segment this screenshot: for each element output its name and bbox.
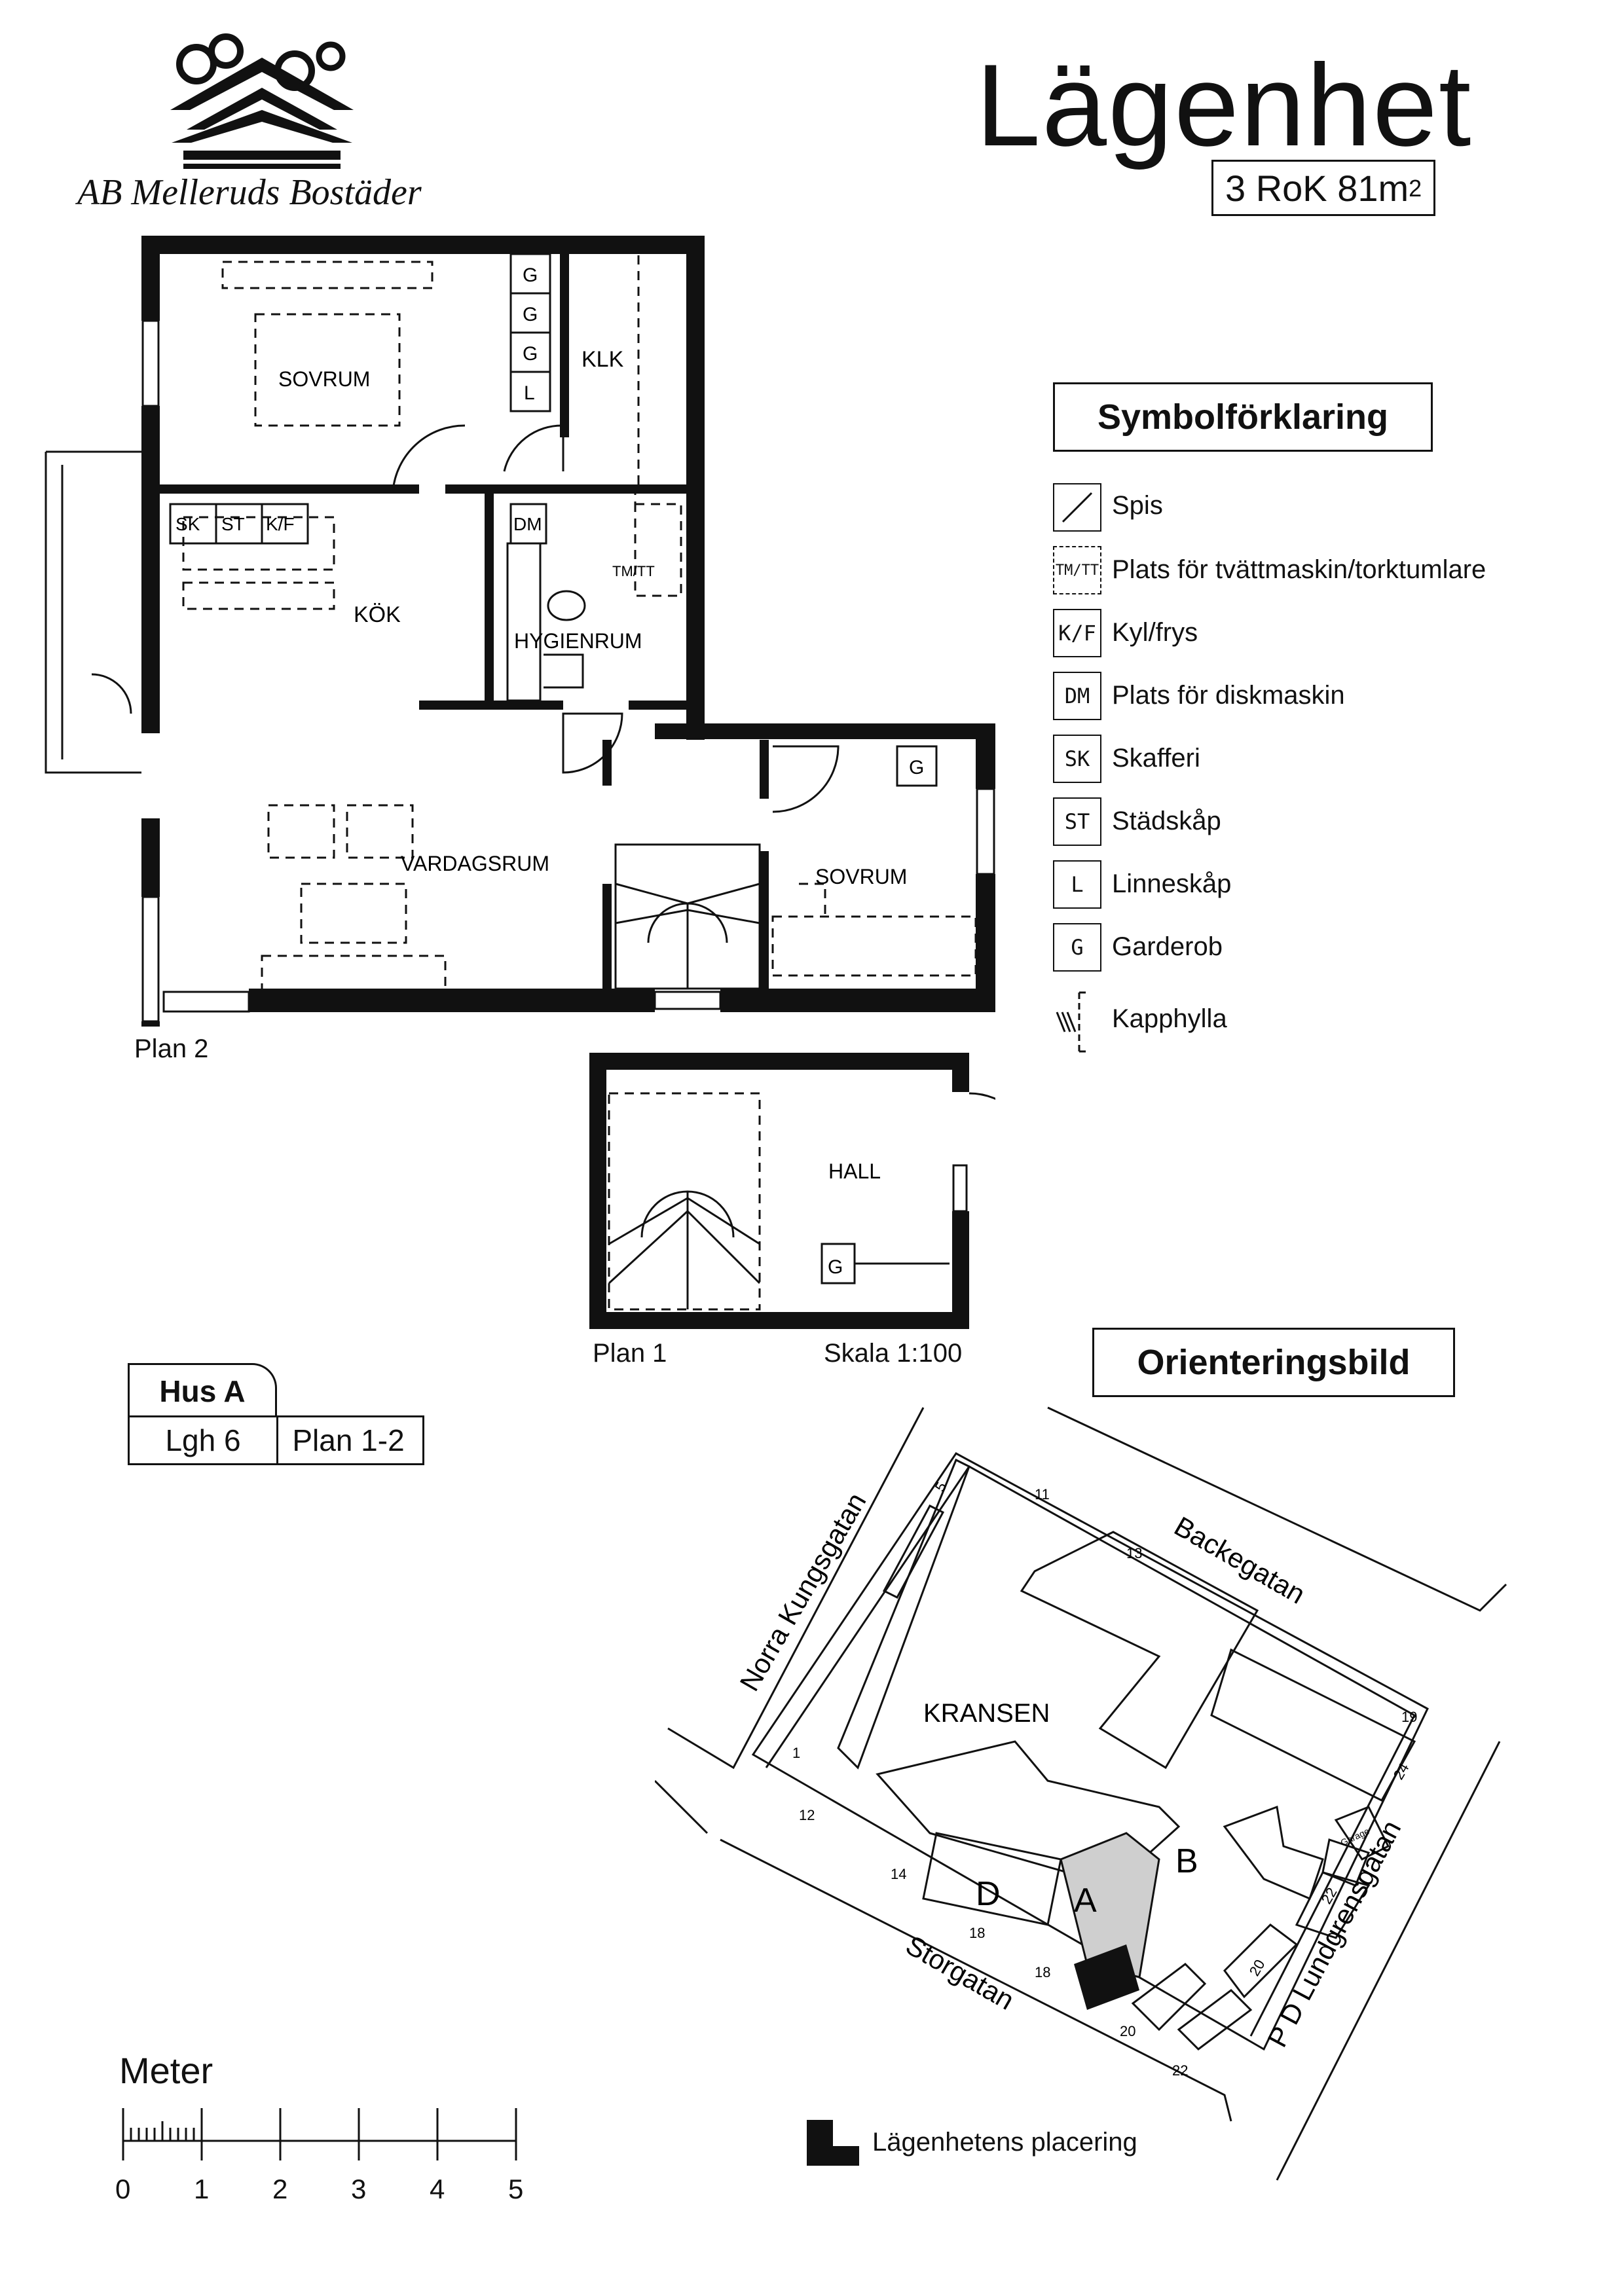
house-number: 22 [1172,2062,1188,2079]
legend-item-label: Linneskåp [1112,869,1232,898]
orientation-title: Orienteringsbild [1092,1328,1455,1397]
legend-item-label: Kapphylla [1112,1004,1227,1033]
storage-g-1: G [523,264,538,286]
building-label-d: D [976,1875,1001,1913]
house-number: 19 [1401,1709,1417,1725]
box-icon: ST [1053,797,1101,846]
plan-1-label: Plan 1 [593,1339,667,1368]
building-label-a: A [1074,1882,1097,1920]
company-logo [170,33,354,169]
storage-dm: DM [513,514,542,534]
room-label-hall: HALL [828,1159,881,1183]
house-number: 20 [1120,2023,1135,2039]
street-backegatan: Backegatan [1170,1510,1311,1610]
legend-item-label: Spis [1112,491,1163,520]
house-number: 11 [1035,1486,1050,1503]
scale-tick-label: 2 [272,2174,288,2204]
box-icon: DM [1053,672,1101,720]
block-name-kransen: KRANSEN [923,1699,1050,1728]
house-number: 18 [969,1925,985,1941]
box-icon: L [1053,860,1101,909]
hus-plan: Plan 1-2 [274,1415,424,1465]
apartment-placement-icon [807,2120,859,2166]
coat-rack-icon [1053,986,1099,1058]
company-name: AB Melleruds Bostäder [77,172,422,213]
scale-tick-label: 1 [194,2174,210,2204]
house-number: 12 [799,1807,815,1823]
building-label-b: B [1175,1842,1198,1880]
apartment-size-badge: 3 RoK 81m2 [1211,160,1436,216]
apartment-size-unit-sup: 2 [1409,175,1422,202]
storage-g-2: G [523,304,538,325]
legend-item-label: Kyl/frys [1112,618,1198,647]
scale-tick-label: 3 [351,2174,367,2204]
house-number: 13 [1126,1545,1142,1561]
scale-label: Skala 1:100 [824,1339,963,1368]
hus-lgh: Lgh 6 [128,1415,278,1465]
apartment-placement-label: Lägenhetens placering [872,2128,1137,2157]
scale-tick-label: 4 [430,2174,445,2204]
room-label-sovrum-small: SOVRUM [815,865,907,888]
box-icon: K/F [1053,609,1101,657]
storage-st: ST [221,514,245,534]
orientation-map: Norra Kungsgatan Backegatan Storgatan P … [655,1406,1507,2181]
room-label-sovrum-large: SOVRUM [278,367,370,391]
room-label-klk: KLK [581,347,624,372]
street-storgatan: Storgatan [901,1929,1020,2016]
box-icon: G [1053,923,1101,972]
box-icon: SK [1053,735,1101,783]
page-title: Lägenhet [976,40,1473,170]
floor-plan-2: SOVRUM KLK KÖK HYGIENRUM VARDAGSRUM SOVR… [45,236,995,1027]
hus-title: Hus A [128,1363,277,1417]
scale-tick-label: 5 [508,2174,524,2204]
scale-bar-title: Meter [119,2050,213,2091]
plan1-storage-g: G [828,1256,843,1278]
house-number: 1 [792,1745,800,1761]
legend-item-label: Städskåp [1112,807,1221,835]
floor-plan-1: G HALL [589,1053,995,1329]
legend-item-label: Skafferi [1112,744,1200,773]
storage-sk: SK [175,514,200,534]
room-label-vardagsrum: VARDAGSRUM [401,852,549,875]
room-label-hygienrum: HYGIENRUM [514,629,642,653]
room-label-kok: KÖK [354,602,401,627]
storage-tmtt: TM/TT [612,563,655,579]
dashed-box-icon: TM/TT [1053,546,1101,594]
legend-title: Symbolförklaring [1053,382,1433,452]
plan-2-label: Plan 2 [134,1034,209,1063]
storage-g-sovrum: G [909,757,924,778]
storage-g-3: G [523,343,538,365]
legend-item-label: Plats för diskmaskin [1112,681,1345,710]
storage-l: L [524,382,535,404]
stove-icon [1053,483,1101,532]
apartment-size: 3 RoK 81m [1225,168,1409,209]
scale-tick-label: 0 [115,2174,131,2204]
house-number: 18 [1035,1964,1050,1980]
scale-bar [122,2108,517,2160]
street-norra-kungsgatan: Norra Kungsgatan [733,1487,872,1696]
storage-kf: K/F [266,514,295,534]
legend-item-label: Garderob [1112,932,1223,961]
legend-item-label: Plats för tvättmaskin/torktumlare [1112,555,1486,584]
house-number: 14 [891,1866,906,1882]
